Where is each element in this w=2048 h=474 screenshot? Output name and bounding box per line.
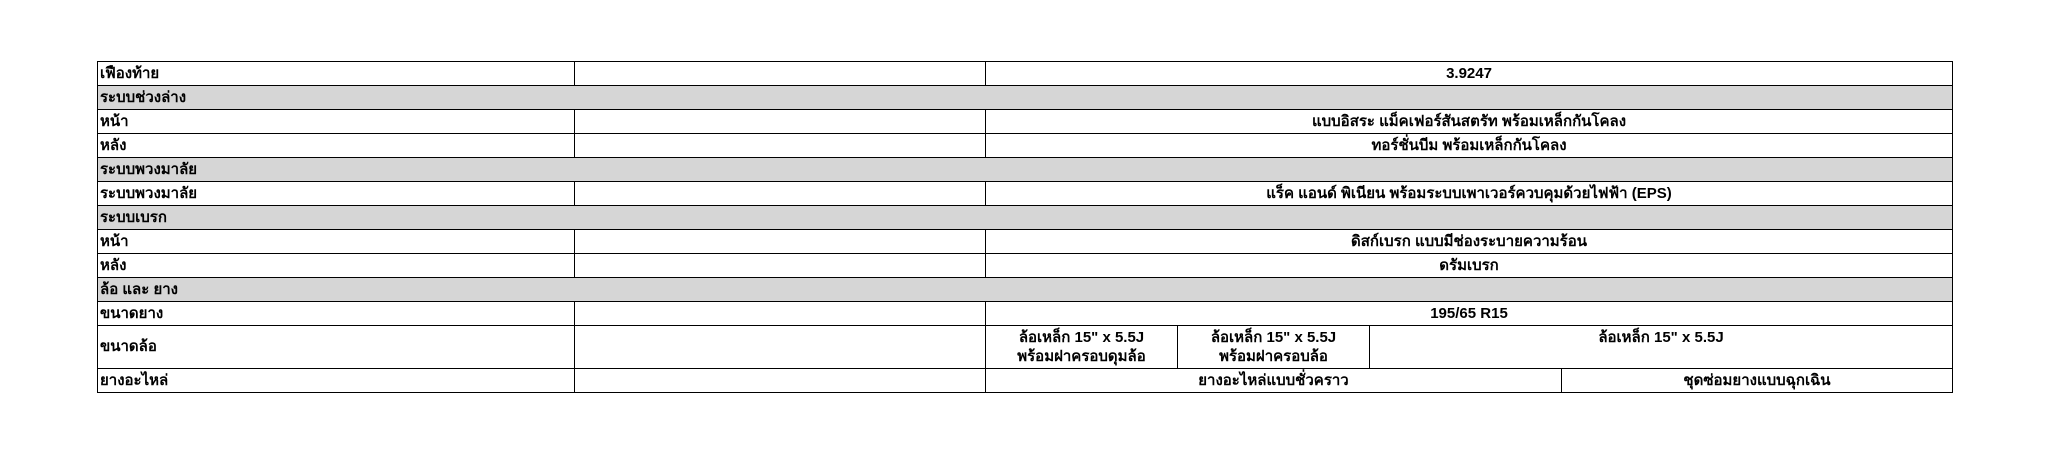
spare-tire-value-2: ชุดซ่อมยางแบบฉุกเฉิน (1560, 368, 1954, 393)
spec-table: เฟืองท้าย 3.9247 ระบบช่วงล่าง หน้า แบบอิ… (96, 61, 1954, 393)
wheel-size-value-2-line-2: พร้อมฝาครอบล้อ (1219, 348, 1328, 365)
final-drive-label: เฟืองท้าย (97, 61, 575, 86)
section-steering: ระบบพวงมาลัย (96, 157, 1954, 182)
brakes-front-label: หน้า (97, 229, 575, 254)
empty-cell (574, 301, 986, 326)
section-brakes-title: ระบบเบรก (96, 205, 1954, 230)
wheel-size-label: ขนาดล้อ (97, 325, 575, 369)
suspension-front-value: แบบอิสระ แม็คเฟอร์สันสตรัท พร้อมเหล็กกัน… (984, 109, 1954, 134)
wheel-size-value-1: ล้อเหล็ก 15" x 5.5J พร้อมฝาครอบดุมล้อ (985, 325, 1178, 369)
wheel-size-value-2-line-1: ล้อเหล็ก 15" x 5.5J (1210, 329, 1337, 346)
tire-size-label: ขนาดยาง (97, 301, 575, 326)
section-suspension: ระบบช่วงล่าง (96, 85, 1954, 110)
empty-cell (574, 181, 986, 206)
final-drive-value: 3.9247 (984, 61, 1954, 86)
spare-tire-value-1: ยางอะไหล่แบบชั่วคราว (985, 368, 1562, 393)
section-suspension-title: ระบบช่วงล่าง (96, 85, 1954, 110)
brakes-rear-label: หลัง (97, 253, 575, 278)
section-steering-title: ระบบพวงมาลัย (96, 157, 1954, 182)
suspension-rear-value: ทอร์ชั่นบีม พร้อมเหล็กกันโคลง (984, 133, 1954, 158)
wheel-size-value-1-line-1: ล้อเหล็ก 15" x 5.5J (1018, 329, 1145, 346)
empty-cell (574, 229, 986, 254)
brakes-rear-value: ดรัมเบรก (984, 253, 1954, 278)
empty-cell (574, 133, 986, 158)
row-suspension-front: หน้า แบบอิสระ แม็คเฟอร์สันสตรัท พร้อมเหล… (97, 109, 1954, 134)
steering-system-label: ระบบพวงมาลัย (97, 181, 575, 206)
row-wheel-size: ขนาดล้อ ล้อเหล็ก 15" x 5.5J พร้อมฝาครอบด… (97, 325, 1954, 369)
empty-cell (574, 368, 986, 393)
empty-cell (574, 253, 986, 278)
row-final-drive: เฟืองท้าย 3.9247 (97, 61, 1954, 86)
suspension-rear-label: หลัง (97, 133, 575, 158)
row-tire-size: ขนาดยาง 195/65 R15 (97, 301, 1954, 326)
steering-system-value: แร็ค แอนด์ พิเนียน พร้อมระบบเพาเวอร์ควบค… (984, 181, 1954, 206)
empty-cell (574, 109, 986, 134)
suspension-front-label: หน้า (97, 109, 575, 134)
row-brakes-front: หน้า ดิสก์เบรก แบบมีช่องระบายความร้อน (97, 229, 1954, 254)
section-wheels: ล้อ และ ยาง (96, 277, 1954, 302)
row-brakes-rear: หลัง ดรัมเบรก (97, 253, 1954, 278)
spare-tire-label: ยางอะไหล่ (97, 368, 575, 393)
empty-cell (574, 325, 986, 369)
row-steering-system: ระบบพวงมาลัย แร็ค แอนด์ พิเนียน พร้อมระบ… (97, 181, 1954, 206)
tire-size-value: 195/65 R15 (984, 301, 1954, 326)
wheel-size-value-1-line-2: พร้อมฝาครอบดุมล้อ (1017, 348, 1146, 365)
section-wheels-title: ล้อ และ ยาง (96, 277, 1954, 302)
row-suspension-rear: หลัง ทอร์ชั่นบีม พร้อมเหล็กกันโคลง (97, 133, 1954, 158)
wheel-size-value-3: ล้อเหล็ก 15" x 5.5J (1368, 325, 1954, 369)
section-brakes: ระบบเบรก (96, 205, 1954, 230)
wheel-size-value-2: ล้อเหล็ก 15" x 5.5J พร้อมฝาครอบล้อ (1177, 325, 1370, 369)
row-spare-tire: ยางอะไหล่ ยางอะไหล่แบบชั่วคราว ชุดซ่อมยา… (97, 368, 1954, 393)
brakes-front-value: ดิสก์เบรก แบบมีช่องระบายความร้อน (984, 229, 1954, 254)
empty-cell (574, 61, 986, 86)
